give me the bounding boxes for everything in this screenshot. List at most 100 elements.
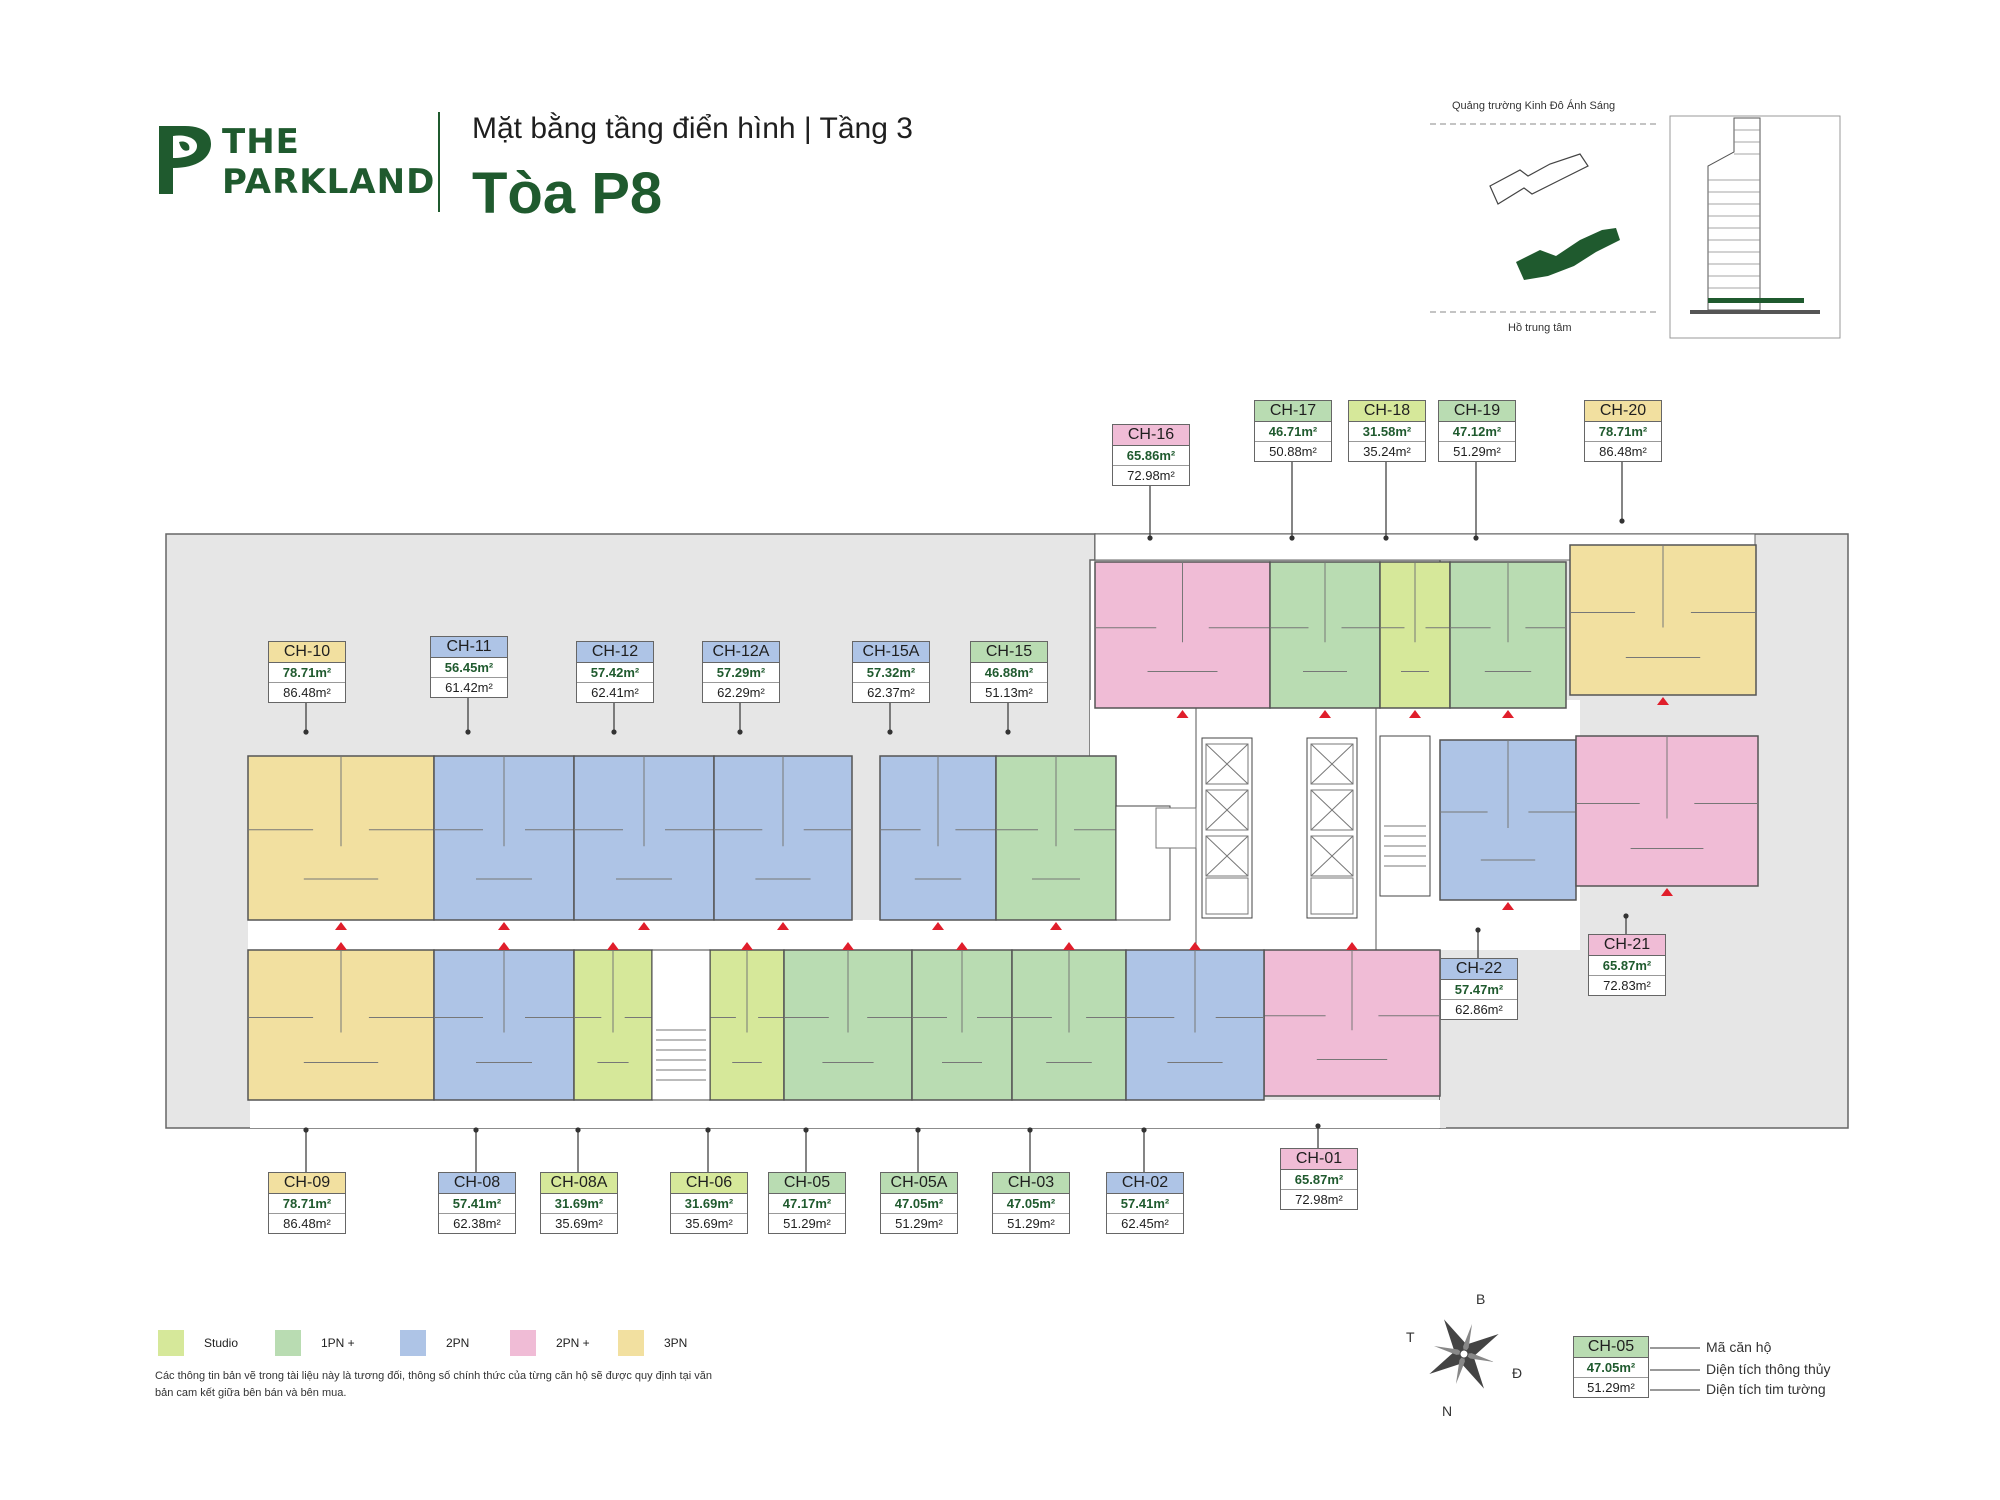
entrance-marker <box>498 942 510 950</box>
leader-dot <box>575 1127 581 1133</box>
unit-gross: 61.42m² <box>431 678 507 697</box>
entrance-marker <box>741 942 753 950</box>
unit-partition <box>1012 950 1126 1063</box>
unit-partition <box>996 756 1116 880</box>
entrance-marker <box>335 922 347 930</box>
leader-dot <box>803 1127 809 1133</box>
unit-partition <box>710 950 784 1063</box>
unit-partition <box>1264 950 1440 1060</box>
unit-net: 47.17m² <box>769 1194 845 1214</box>
compass-icon: B Đ N T <box>1406 1291 1522 1419</box>
page-subtitle: Mặt bằng tầng điển hình | Tầng 3 <box>472 112 913 145</box>
compass-n: N <box>1442 1403 1452 1419</box>
legend-label: 1PN + <box>321 1336 355 1350</box>
entrance-marker <box>1502 710 1514 718</box>
legend-item-studio: Studio <box>158 1330 238 1356</box>
entrance-marker <box>1346 942 1358 950</box>
compass-d: Đ <box>1512 1365 1522 1381</box>
entrance-marker <box>1176 710 1189 718</box>
leader-dot <box>705 1127 711 1133</box>
legend-item-2pn_plus: 2PN + <box>510 1330 590 1356</box>
unit-code: CH-05 <box>769 1173 845 1194</box>
entrance-marker <box>1319 710 1331 718</box>
unit-code: CH-09 <box>269 1173 345 1194</box>
building-elevation-icon <box>1669 115 1841 339</box>
leader-lines <box>303 460 1629 1172</box>
unit-gross: 51.13m² <box>971 683 1047 702</box>
unit-code: CH-20 <box>1585 401 1661 422</box>
unit-code: CH-15A <box>853 642 929 663</box>
brand-line-2: PARKLAND <box>222 162 436 202</box>
unit-gross: 72.98m² <box>1281 1190 1357 1209</box>
unit-net: 47.12m² <box>1439 422 1515 442</box>
leader-dot <box>1141 1127 1147 1133</box>
unit-gross: 35.69m² <box>541 1214 617 1233</box>
unit-code: CH-22 <box>1441 959 1517 980</box>
unit-gross: 62.41m² <box>577 683 653 702</box>
leader-dot <box>1289 535 1295 541</box>
unit-gross: 50.88m² <box>1255 442 1331 461</box>
entrance-marker <box>1657 697 1669 705</box>
unit-net: 57.41m² <box>439 1194 515 1214</box>
legend-swatch <box>400 1330 426 1356</box>
unit-net: 65.87m² <box>1281 1170 1357 1190</box>
unit-partition <box>248 756 434 880</box>
elevator-core <box>651 735 1431 1101</box>
leader-dot <box>611 729 617 735</box>
leader-dot <box>1623 913 1629 919</box>
unit-net: 57.32m² <box>853 663 929 683</box>
unit-gross: 51.29m² <box>993 1214 1069 1233</box>
unit-code: CH-10 <box>269 642 345 663</box>
unit-partition <box>784 950 912 1063</box>
unit-gross: 35.24m² <box>1349 442 1425 461</box>
unit-gross: 35.69m² <box>671 1214 747 1233</box>
legend-swatch <box>275 1330 301 1356</box>
leader-dot <box>1619 518 1625 524</box>
leader-dot <box>1383 535 1389 541</box>
disclaimer: Các thông tin bản vẽ trong tài liệu này … <box>155 1370 712 1399</box>
unit-code: CH-11 <box>431 637 507 658</box>
entrance-marker <box>956 942 968 950</box>
unit-partition <box>574 756 714 880</box>
unit-net: 57.29m² <box>703 663 779 683</box>
key-net-desc: Diện tích thông thủy <box>1706 1361 1831 1377</box>
entrance-marker <box>335 942 347 950</box>
unit-net: 57.47m² <box>1441 980 1517 1000</box>
unit-code: CH-08A <box>541 1173 617 1194</box>
unit-partition <box>434 950 574 1063</box>
unit-gross: 86.48m² <box>269 683 345 702</box>
legend-swatch <box>510 1330 536 1356</box>
legend-label: 2PN <box>446 1336 470 1350</box>
leader-dot <box>887 729 893 735</box>
unit-code: CH-01 <box>1281 1149 1357 1170</box>
unit-code: CH-12 <box>577 642 653 663</box>
label-key: CH-05 47.05m² 51.29m² <box>1573 1336 1649 1398</box>
unit-partition <box>1270 562 1380 672</box>
context-top-label: Quảng trường Kinh Đô Ánh Sáng <box>1452 100 1616 112</box>
unit-code: CH-18 <box>1349 401 1425 422</box>
legend-item-1pn: 1PN + <box>275 1330 355 1356</box>
unit-net: 78.71m² <box>1585 422 1661 442</box>
